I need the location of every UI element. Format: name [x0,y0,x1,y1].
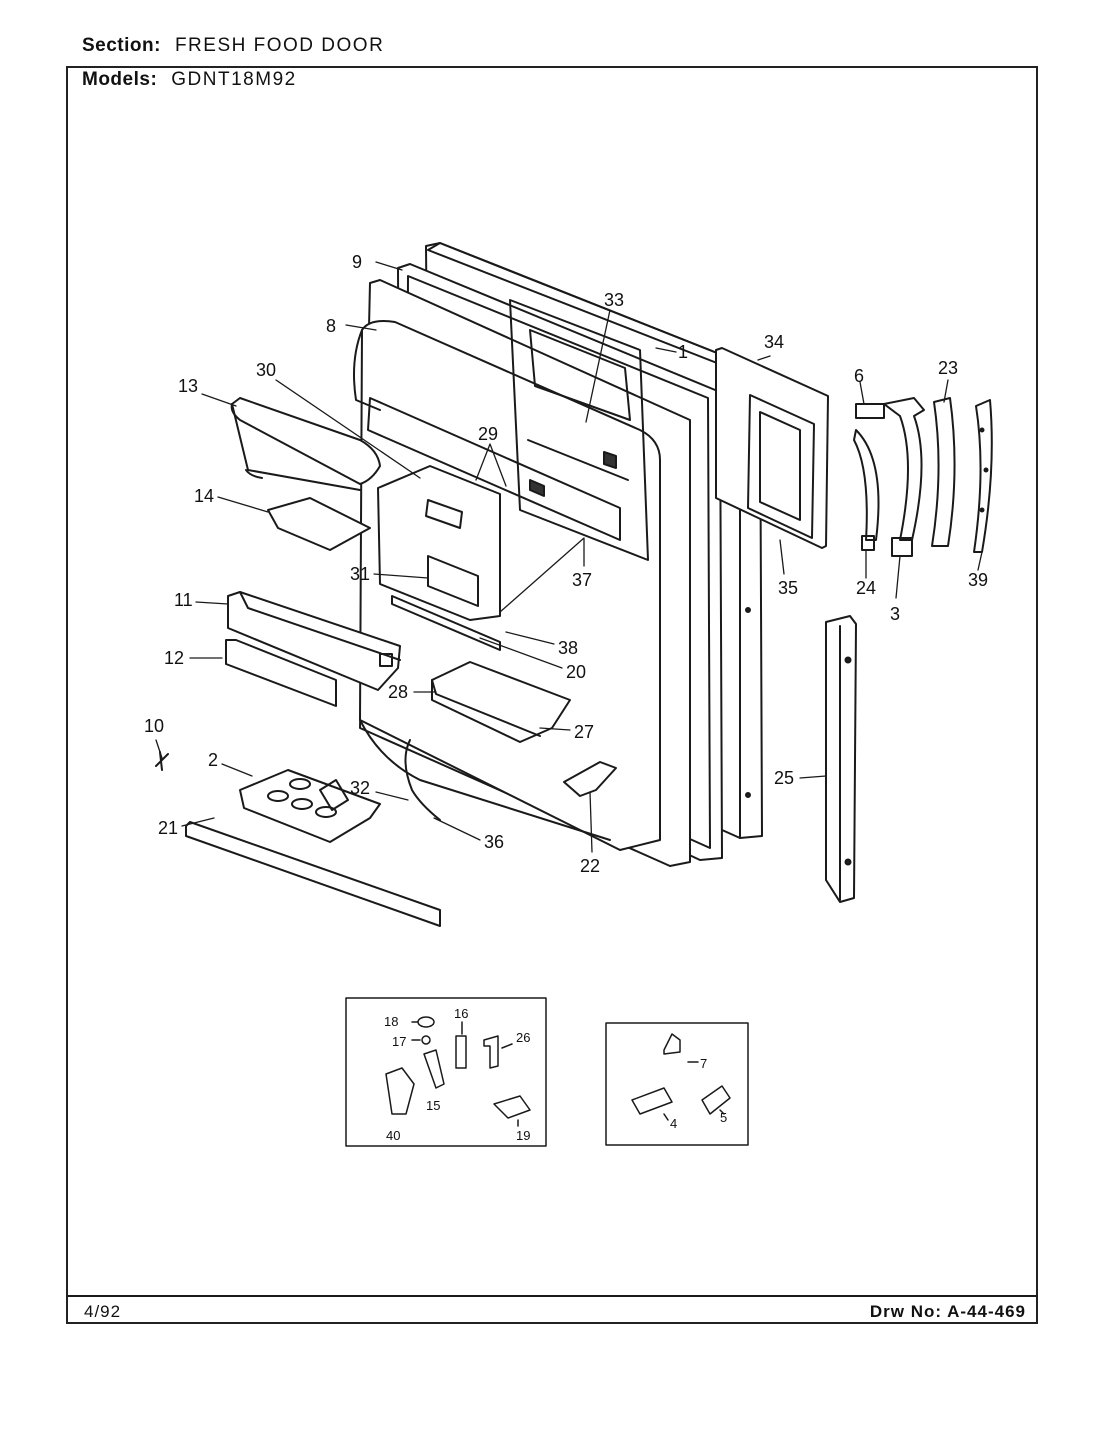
part-label-23: 23 [938,358,958,378]
inner-door-liner [353,279,691,867]
inset-label-19: 19 [516,1128,530,1143]
part-label-1: 1 [678,342,688,362]
section-heading: Section: FRESH FOOD DOOR [82,35,384,57]
part-label-35: 35 [778,578,798,598]
hardware-inset-right [605,1022,749,1146]
part-label-6: 6 [854,366,864,386]
inset-label-17: 17 [392,1034,406,1049]
part-label-14: 14 [194,486,214,506]
part-label-37: 37 [572,570,592,590]
leader-lines [155,261,983,853]
inset-right-parts [631,1033,731,1121]
inset-label-15: 15 [426,1098,440,1113]
door-latch [563,761,617,797]
part-label-33: 33 [604,290,624,310]
part-label-28: 28 [388,682,408,702]
drawing-date: 4/92 [84,1302,122,1321]
inset-label-26: 26 [516,1030,530,1045]
inset-label-7: 7 [700,1056,707,1071]
door-trim-strip [825,615,857,903]
inset-label-18: 18 [384,1014,398,1029]
part-label-27: 27 [574,722,594,742]
section-value: FRESH FOOD DOOR [174,35,385,56]
part-label-13: 13 [178,376,198,396]
heater-wire [404,739,441,821]
inset-label-16: 16 [454,1006,468,1021]
inset-label-40: 40 [386,1128,400,1143]
part-label-29: 29 [478,424,498,444]
door-bin-large [227,591,401,691]
drawing-number: Drw No: A-44-469 [869,1302,1026,1321]
hinge-assembly [853,397,993,557]
part-label-34: 34 [764,332,784,352]
inset-left-parts [385,1016,531,1127]
part-label-32: 32 [350,778,370,798]
egg-tray [239,769,381,843]
models-heading: Models: GDNT18M92 [82,69,297,91]
part-label-11: 11 [174,590,193,610]
door-bin-small [431,661,571,743]
part-label-25: 25 [774,768,794,788]
drawing-frame [66,66,1038,1324]
part-label-9: 9 [352,252,362,272]
bin-trim [225,639,337,707]
dairy-compartment-cover [230,397,381,491]
door-back-panel [715,347,829,549]
part-label-12: 12 [164,648,184,668]
part-label-22: 22 [580,856,600,876]
inset-label-5: 5 [720,1110,727,1125]
breaker-strip [185,821,441,927]
section-label: Section: [82,35,161,56]
part-label-36: 36 [484,832,504,852]
part-label-31: 31 [350,564,370,584]
dispenser-cover [377,465,501,621]
part-label-2: 2 [208,750,218,770]
part-label-39: 39 [968,570,988,590]
retainer-clip [155,751,169,771]
models-value: GDNT18M92 [171,69,297,90]
part-label-3: 3 [890,604,900,624]
part-label-38: 38 [558,638,578,658]
hardware-inset-left [345,997,547,1147]
part-label-30: 30 [256,360,276,380]
part-label-20: 20 [566,662,586,682]
part-label-8: 8 [326,316,336,336]
part-label-24: 24 [856,578,876,598]
inset-label-4: 4 [670,1116,677,1131]
models-label: Models: [82,69,158,90]
small-shelf [267,497,371,551]
part-label-21: 21 [158,818,178,838]
part-label-10: 10 [144,716,164,736]
